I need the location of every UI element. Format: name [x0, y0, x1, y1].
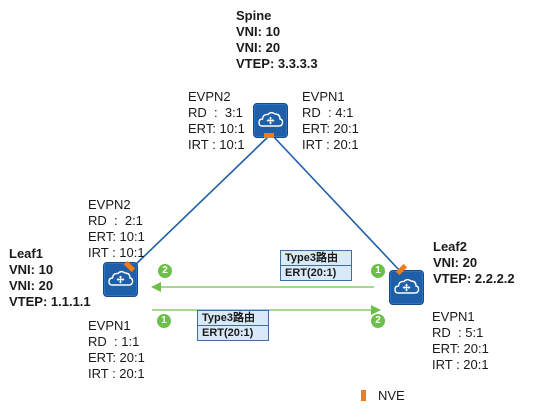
- step-badge: 1: [157, 314, 171, 328]
- spine-switch: [253, 103, 288, 138]
- leaf1-vni-10: VNI: 10: [9, 262, 54, 277]
- spine-evpn1-irt: IRT : 20:1: [302, 137, 359, 152]
- leaf2-vtep: VTEP: 2.2.2.2: [433, 271, 515, 286]
- spine-evpn1-title: EVPN1: [302, 89, 345, 104]
- spine-evpn2-ert: ERT: 10:1: [188, 121, 245, 136]
- leaf1-name: Leaf1: [9, 246, 43, 261]
- leaf1-evpn1-ert: ERT: 20:1: [88, 350, 145, 365]
- spine-evpn2-rd: RD : 3:1: [188, 105, 243, 120]
- leaf2-switch: [389, 270, 424, 305]
- route-title: Type3路由: [198, 311, 268, 326]
- route-ert: ERT(20:1): [202, 327, 254, 339]
- leaf2-evpn1-rd: RD : 5:1: [432, 325, 484, 340]
- spine-nve-marker: [264, 133, 274, 138]
- leaf1-vni-20: VNI: 20: [9, 278, 54, 293]
- leaf1-evpn2-ert: ERT: 10:1: [88, 229, 145, 244]
- leaf1-vtep: VTEP: 1.1.1.1: [9, 294, 91, 309]
- leaf2-vni-20: VNI: 20: [433, 255, 478, 270]
- leaf2-evpn1-title: EVPN1: [432, 309, 475, 324]
- legend-nve-label: NVE: [378, 388, 405, 403]
- type3-route-box-lower: Type3路由 ERT(20:1): [197, 310, 269, 341]
- spine-evpn2-irt: IRT : 10:1: [188, 137, 245, 152]
- step-badge: 1: [371, 264, 385, 278]
- spine-vtep: VTEP: 3.3.3.3: [236, 56, 318, 71]
- spine-vni-10: VNI: 10: [236, 24, 281, 39]
- route-title: Type3路由: [281, 251, 351, 266]
- type3-route-box-upper: Type3路由 ERT(20:1): [280, 250, 352, 281]
- spine-evpn2-title: EVPN2: [188, 89, 231, 104]
- router-cloud-icon: [108, 270, 134, 286]
- link-spine-leaf2: [271, 134, 402, 273]
- link-spine-leaf1: [132, 134, 271, 268]
- spine-vni-20: VNI: 20: [236, 40, 281, 55]
- step-badge: 2: [158, 264, 172, 278]
- leaf2-evpn1-irt: IRT : 20:1: [432, 357, 489, 372]
- router-cloud-icon: [394, 278, 420, 294]
- leaf2-evpn1-ert: ERT: 20:1: [432, 341, 489, 356]
- legend-nve-swatch: [361, 390, 366, 401]
- leaf1-evpn1-title: EVPN1: [88, 318, 131, 333]
- leaf1-evpn2-rd: RD : 2:1: [88, 213, 143, 228]
- leaf2-name: Leaf2: [433, 239, 467, 254]
- router-cloud-icon: [258, 111, 284, 127]
- leaf1-evpn1-rd: RD : 1:1: [88, 334, 140, 349]
- spine-evpn1-ert: ERT: 20:1: [302, 121, 359, 136]
- leaf1-evpn2-title: EVPN2: [88, 197, 131, 212]
- spine-evpn1-rd: RD : 4:1: [302, 105, 354, 120]
- route-ert: ERT(20:1): [285, 267, 337, 279]
- spine-name: Spine: [236, 8, 272, 23]
- leaf1-evpn2-irt: IRT : 10:1: [88, 245, 145, 260]
- step-badge: 2: [371, 314, 385, 328]
- leaf1-evpn1-irt: IRT : 20:1: [88, 366, 145, 381]
